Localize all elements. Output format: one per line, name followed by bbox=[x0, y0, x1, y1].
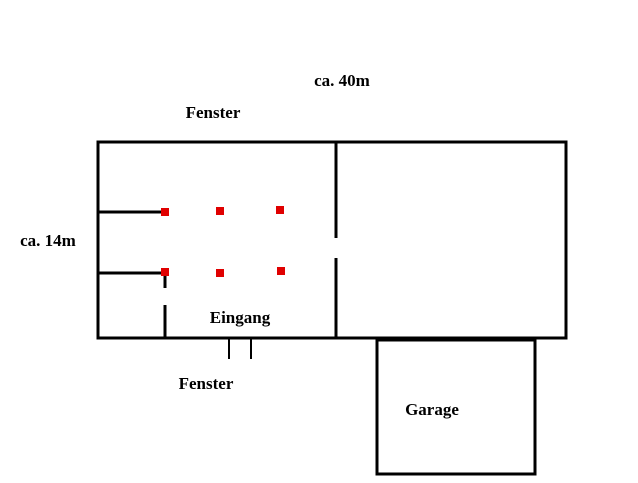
marker bbox=[161, 268, 169, 276]
marker bbox=[277, 267, 285, 275]
marker bbox=[216, 269, 224, 277]
marker bbox=[216, 207, 224, 215]
markers bbox=[161, 206, 285, 277]
height-label: ca. 14m bbox=[20, 231, 76, 250]
building-outline bbox=[96, 140, 568, 340]
entrance-label: Eingang bbox=[210, 308, 271, 327]
bottom-window-label: Fenster bbox=[179, 374, 234, 393]
top-window-label: Fenster bbox=[186, 103, 241, 122]
garage-label: Garage bbox=[405, 400, 459, 419]
marker bbox=[161, 208, 169, 216]
width-label: ca. 40m bbox=[314, 71, 370, 90]
garage-outline bbox=[375, 338, 537, 476]
marker bbox=[276, 206, 284, 214]
